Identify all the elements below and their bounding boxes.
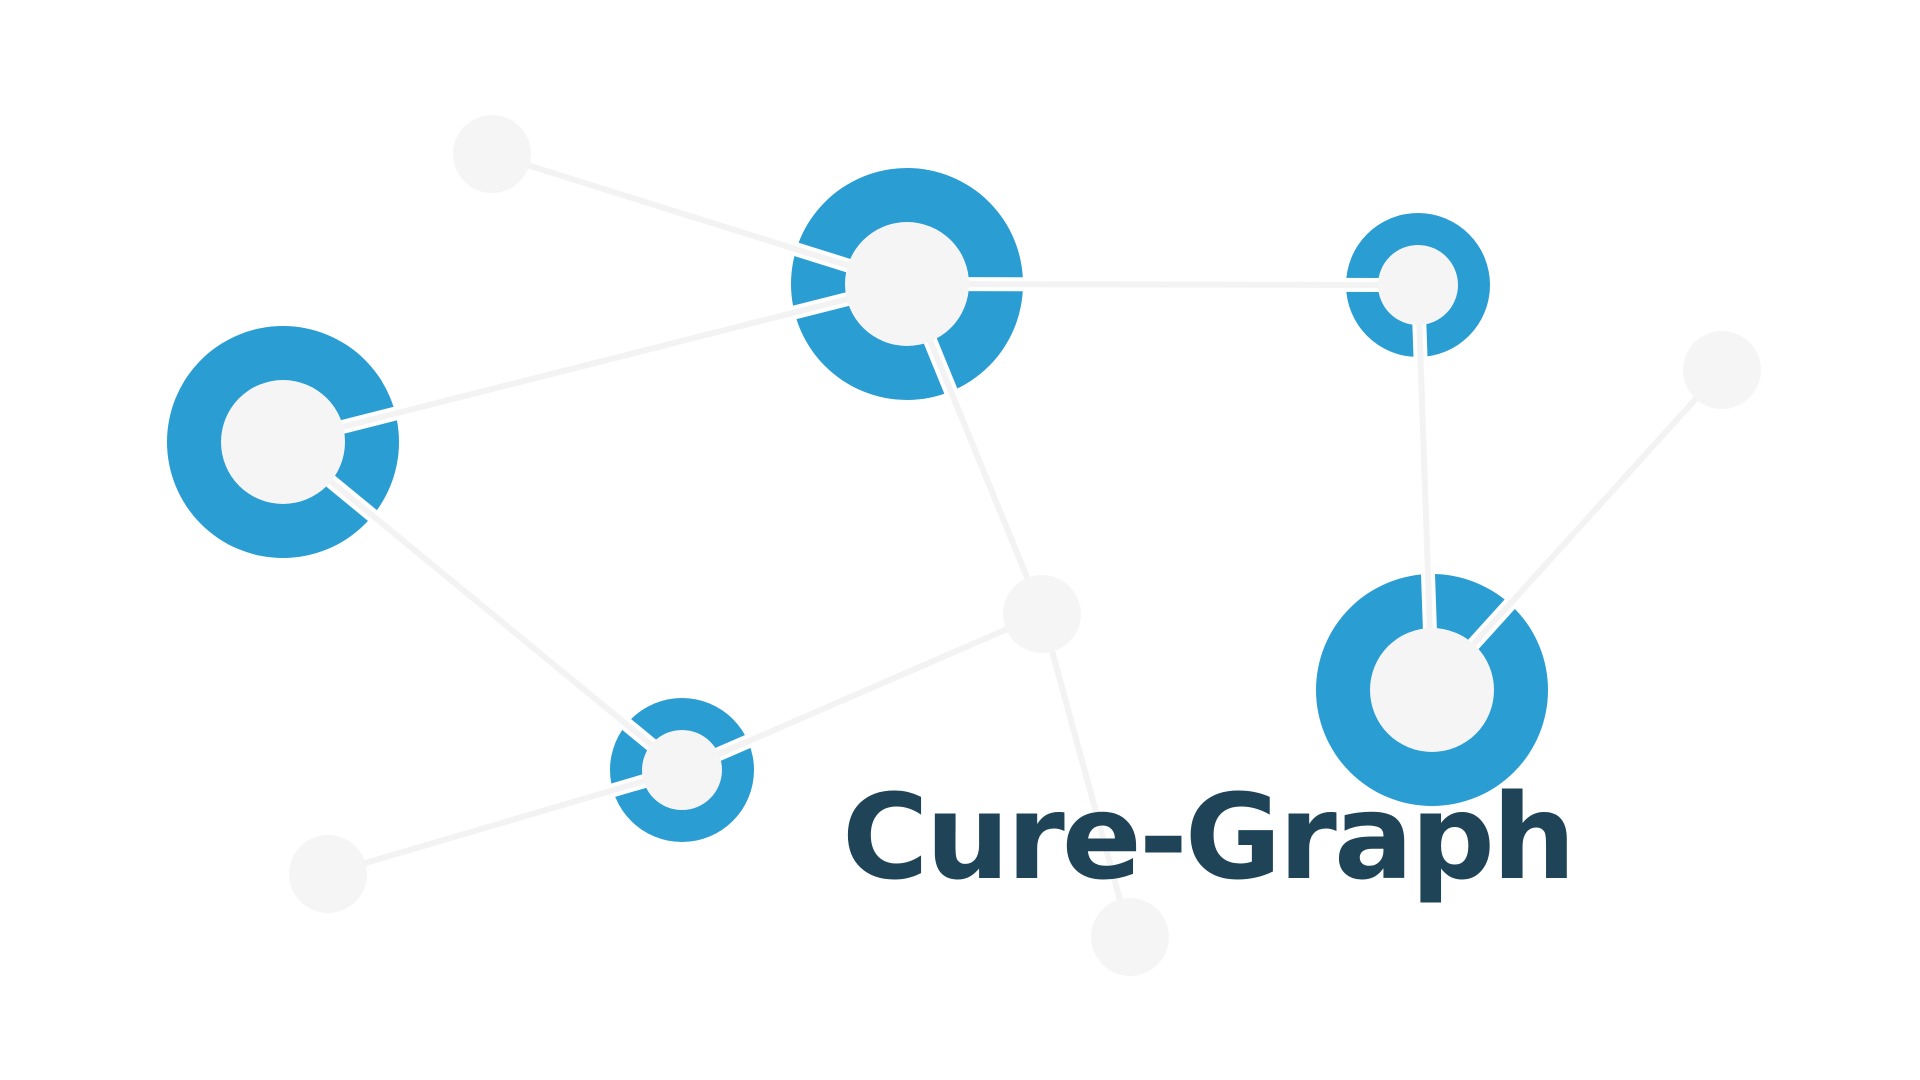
edge-hub-left-hub-bottom xyxy=(281,439,684,773)
leaf-bottom-node xyxy=(1091,898,1169,976)
hub-right-node xyxy=(1370,628,1494,752)
edge-leaf-mid-leaf-bottom xyxy=(1039,613,1133,938)
edge-hub-top-hub-left xyxy=(282,281,908,445)
graph-edges xyxy=(278,147,1728,939)
edge-leaf-top-left-hub-top xyxy=(491,151,908,287)
hub-bottom-node xyxy=(642,730,722,810)
leaf-top-left-node xyxy=(453,115,531,193)
edge-hub-right-top-hub-right xyxy=(1415,284,1435,691)
logo-wordmark: Cure-Graph xyxy=(842,768,1573,906)
edge-hub-top-hub-right-top xyxy=(906,281,1419,288)
edge-hub-bottom-leaf-mid xyxy=(680,611,1044,773)
graph-nodes xyxy=(221,115,1761,976)
hub-top-node xyxy=(845,222,969,346)
leaf-left-node xyxy=(289,835,367,913)
hub-left-node xyxy=(221,380,345,504)
leaf-right-node xyxy=(1683,331,1761,409)
hub-right-top-node xyxy=(1378,245,1458,325)
edge-hub-right-leaf-right xyxy=(1429,367,1725,693)
leaf-mid-node xyxy=(1003,575,1081,653)
edge-hub-bottom-leaf-left xyxy=(327,767,683,877)
